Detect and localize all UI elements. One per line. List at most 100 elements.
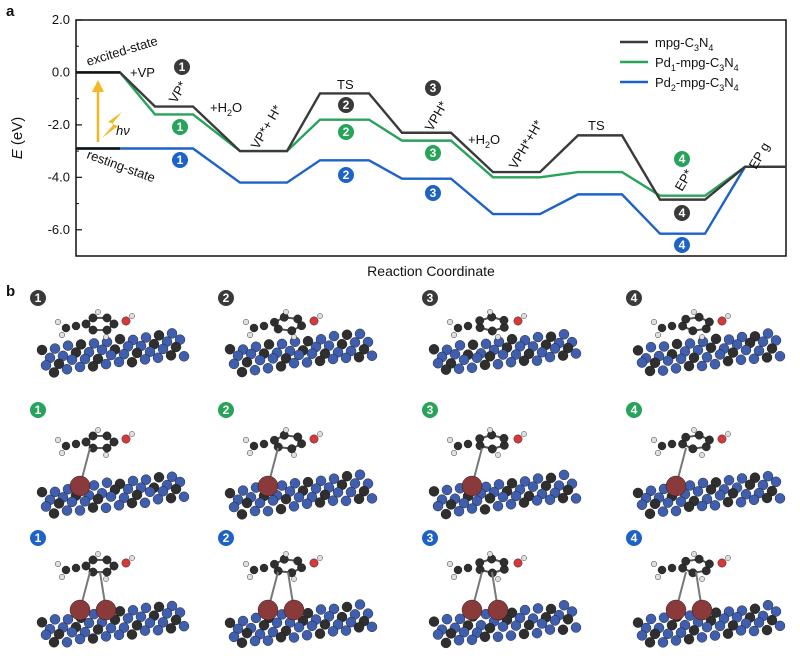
carbon-atom bbox=[314, 355, 326, 367]
palladium-atom bbox=[665, 475, 687, 497]
nitrogen-atom bbox=[249, 505, 261, 517]
carbon-atom bbox=[440, 637, 452, 649]
palladium-atom bbox=[461, 599, 483, 621]
carbon-atom bbox=[270, 435, 279, 445]
hydrogen-atom bbox=[291, 334, 297, 340]
nitrogen-atom bbox=[505, 499, 517, 510]
hydrogen-atom bbox=[95, 551, 101, 557]
plot-frame bbox=[75, 19, 787, 257]
legend-label: Pd1-mpg-C3N4 bbox=[655, 55, 739, 73]
carbon-atom bbox=[475, 316, 485, 326]
carbon-atom bbox=[445, 628, 457, 639]
carbon-atom bbox=[249, 323, 259, 333]
nitrogen-atom bbox=[696, 500, 708, 512]
nitrogen-atom bbox=[354, 469, 366, 480]
nitrogen-atom bbox=[458, 626, 470, 638]
hydrogen-atom bbox=[691, 551, 697, 557]
oxygen-atom bbox=[121, 316, 131, 326]
nitrogen-atom bbox=[740, 489, 752, 500]
marker-pd1-3: 3 bbox=[425, 145, 441, 161]
state-badge bbox=[422, 402, 438, 418]
nitrogen-atom bbox=[301, 357, 313, 368]
marker-pd2-4: 4 bbox=[674, 237, 690, 253]
nitrogen-atom bbox=[692, 486, 704, 497]
nitrogen-atom bbox=[748, 625, 760, 637]
nitrogen-atom bbox=[497, 491, 509, 503]
carbon-atom bbox=[314, 497, 326, 508]
carbon-atom bbox=[71, 439, 81, 449]
nitrogen-atom bbox=[510, 349, 522, 360]
carbon-atom bbox=[88, 313, 98, 323]
legend-entry-pd1: Pd1-mpg-C3N4 bbox=[620, 55, 739, 73]
hydrogen-atom bbox=[655, 574, 662, 581]
hydrogen-atom bbox=[317, 431, 323, 437]
hydrogen-atom bbox=[291, 452, 297, 458]
hydrogen-atom bbox=[699, 452, 705, 458]
nitrogen-atom bbox=[328, 330, 340, 342]
carbon-atom bbox=[102, 555, 112, 565]
carbon-atom bbox=[224, 617, 236, 629]
nitrogen-atom bbox=[250, 341, 262, 352]
nitrogen-atom bbox=[354, 328, 366, 340]
nitrogen-atom bbox=[636, 357, 648, 368]
hydrogen-atom bbox=[246, 450, 253, 457]
marker-pd1-1-number: 1 bbox=[177, 120, 184, 134]
nitrogen-atom bbox=[549, 615, 561, 626]
legend-entry-pd2: Pd2-mpg-C3N4 bbox=[620, 75, 739, 93]
carbon-atom bbox=[649, 628, 661, 640]
palladium-atom bbox=[69, 475, 91, 497]
carbon-atom bbox=[705, 484, 717, 495]
carbon-atom bbox=[705, 342, 717, 353]
photon-arrowhead bbox=[92, 80, 104, 92]
marker-mpg-1-number: 1 bbox=[179, 60, 186, 74]
carbon-atom bbox=[302, 476, 314, 488]
carbon-atom bbox=[126, 357, 138, 368]
carbon-atom bbox=[92, 493, 104, 505]
oxygen-atom bbox=[513, 434, 523, 444]
y-tick-label: 2.0 bbox=[52, 12, 70, 27]
nitrogen-atom bbox=[249, 364, 261, 376]
nitrogen-atom bbox=[40, 360, 52, 371]
carbon-atom bbox=[88, 443, 98, 453]
carbon-atom bbox=[667, 321, 677, 331]
hydrogen-atom bbox=[242, 437, 249, 444]
state-badge bbox=[422, 530, 438, 546]
oxygen-atom bbox=[513, 558, 523, 568]
nitrogen-atom bbox=[349, 478, 361, 489]
nitrogen-atom bbox=[306, 620, 318, 632]
vph-star-label: VPH* bbox=[422, 98, 451, 133]
nitrogen-atom bbox=[536, 618, 548, 629]
carbon-atom bbox=[657, 565, 667, 575]
ts-label-2: TS bbox=[588, 118, 605, 133]
state-badge-number: 1 bbox=[35, 403, 42, 417]
nitrogen-atom bbox=[774, 351, 786, 362]
hydrogen-atom bbox=[103, 452, 109, 458]
nitrogen-atom bbox=[441, 344, 453, 355]
nitrogen-atom bbox=[140, 602, 152, 614]
nitrogen-atom bbox=[166, 471, 178, 482]
nitrogen-atom bbox=[762, 599, 774, 611]
nitrogen-atom bbox=[453, 506, 465, 517]
carbon-atom bbox=[479, 359, 491, 371]
hydrogen-atom bbox=[59, 574, 66, 581]
nitrogen-atom bbox=[714, 620, 726, 632]
nitrogen-atom bbox=[328, 603, 340, 615]
nitrogen-atom bbox=[709, 630, 721, 641]
hydrogen-atom bbox=[129, 555, 135, 561]
hydrogen-atom bbox=[283, 427, 289, 433]
state-badge-number: 2 bbox=[223, 403, 230, 417]
nitrogen-atom bbox=[558, 329, 570, 340]
nitrogen-atom bbox=[178, 351, 190, 362]
hydrogen-atom bbox=[521, 555, 527, 561]
carbon-atom bbox=[273, 324, 283, 334]
carbon-atom bbox=[557, 350, 569, 361]
carbon-atom bbox=[681, 432, 691, 442]
nitrogen-atom bbox=[432, 357, 444, 369]
nitrogen-atom bbox=[441, 484, 453, 496]
nitrogen-atom bbox=[237, 485, 249, 496]
carbon-atom bbox=[467, 339, 479, 350]
marker-mpg-4: 4 bbox=[674, 205, 690, 221]
state-badge-number: 3 bbox=[427, 403, 434, 417]
carbon-atom bbox=[484, 351, 496, 362]
nitrogen-atom bbox=[657, 637, 669, 648]
